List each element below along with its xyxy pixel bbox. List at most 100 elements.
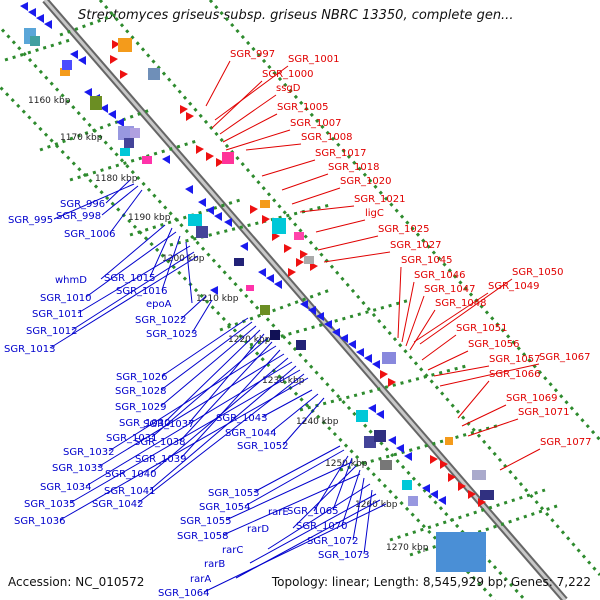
forward-gene-label[interactable]: SGR_1025: [378, 224, 430, 235]
gene-block[interactable]: [296, 340, 306, 350]
forward-gene-arrow[interactable]: [272, 232, 280, 241]
forward-gene-arrow[interactable]: [216, 158, 224, 167]
forward-gene-arrow[interactable]: [196, 145, 204, 154]
reverse-gene-label[interactable]: SGR_998: [56, 211, 101, 222]
forward-gene-label[interactable]: SGR_1077: [540, 437, 592, 448]
forward-gene-arrow[interactable]: [300, 250, 308, 259]
reverse-gene-label[interactable]: SGR_1031: [106, 433, 158, 444]
reverse-gene-label[interactable]: SGR_1022: [135, 315, 187, 326]
reverse-gene-label[interactable]: SGR_1036: [14, 516, 66, 527]
reverse-gene-label[interactable]: SGR_1026: [116, 372, 168, 383]
reverse-gene-label[interactable]: SGR_1040: [105, 469, 157, 480]
reverse-gene-label[interactable]: SGR_1054: [199, 502, 251, 513]
gene-block[interactable]: [472, 470, 486, 480]
gene-block[interactable]: [188, 214, 202, 226]
reverse-gene-arrow[interactable]: [422, 484, 430, 493]
forward-gene-arrow[interactable]: [388, 378, 396, 387]
forward-gene-label[interactable]: SGR_1066: [489, 369, 541, 380]
gene-block[interactable]: [402, 480, 412, 490]
reverse-gene-arrow[interactable]: [210, 286, 218, 295]
reverse-gene-label[interactable]: rarC: [222, 545, 243, 556]
gene-block[interactable]: [445, 437, 453, 445]
reverse-gene-label[interactable]: SGR_1030: [119, 418, 171, 429]
reverse-gene-arrow[interactable]: [324, 320, 332, 329]
forward-gene-arrow[interactable]: [380, 370, 388, 379]
reverse-gene-label[interactable]: SGR_1029: [115, 402, 167, 413]
reverse-gene-arrow[interactable]: [206, 206, 214, 215]
gene-block[interactable]: [196, 226, 208, 238]
reverse-gene-arrow[interactable]: [396, 444, 404, 453]
forward-gene-arrow[interactable]: [186, 112, 194, 121]
reverse-gene-label[interactable]: SGR_1034: [40, 482, 92, 493]
gene-block[interactable]: [62, 60, 72, 70]
forward-gene-label[interactable]: SGR_1057: [489, 354, 541, 365]
reverse-gene-arrow[interactable]: [240, 242, 248, 251]
reverse-gene-arrow[interactable]: [185, 185, 193, 194]
reverse-gene-label[interactable]: SGR_1012: [26, 326, 78, 337]
gene-block[interactable]: [130, 128, 140, 138]
gene-block[interactable]: [124, 138, 134, 148]
reverse-gene-arrow[interactable]: [308, 306, 316, 315]
reverse-gene-label[interactable]: SGR_1038: [134, 437, 186, 448]
gene-block[interactable]: [272, 218, 286, 234]
gene-block[interactable]: [234, 258, 244, 266]
reverse-gene-arrow[interactable]: [316, 312, 324, 321]
forward-gene-label[interactable]: SGR_1007: [290, 118, 342, 129]
forward-gene-label[interactable]: SGR_1000: [262, 69, 314, 80]
reverse-gene-arrow[interactable]: [44, 20, 52, 29]
gene-block[interactable]: [408, 496, 418, 506]
forward-gene-label[interactable]: SGR_1027: [390, 240, 442, 251]
reverse-gene-label[interactable]: SGR_1035: [24, 499, 76, 510]
reverse-gene-label[interactable]: SGR_1044: [225, 428, 277, 439]
reverse-gene-arrow[interactable]: [70, 50, 78, 59]
reverse-gene-label[interactable]: SGR_1028: [115, 386, 167, 397]
reverse-gene-label[interactable]: SGR_1006: [64, 229, 116, 240]
forward-gene-label[interactable]: SGR_1067: [539, 352, 591, 363]
reverse-gene-arrow[interactable]: [100, 104, 108, 113]
reverse-gene-arrow[interactable]: [274, 280, 282, 289]
forward-gene-label[interactable]: ssgD: [276, 83, 301, 94]
reverse-gene-arrow[interactable]: [28, 8, 36, 17]
reverse-gene-label[interactable]: SGR_1041: [104, 486, 156, 497]
forward-gene-arrow[interactable]: [468, 490, 476, 499]
reverse-gene-label[interactable]: rarE: [268, 507, 289, 518]
gene-block[interactable]: [270, 330, 280, 340]
forward-gene-arrow[interactable]: [180, 105, 188, 114]
gene-block[interactable]: [260, 200, 270, 208]
forward-gene-arrow[interactable]: [262, 215, 270, 224]
reverse-gene-arrow[interactable]: [332, 328, 340, 337]
gene-block[interactable]: [142, 156, 152, 164]
forward-gene-arrow[interactable]: [478, 498, 486, 507]
gene-block[interactable]: [246, 285, 254, 291]
reverse-gene-label[interactable]: SGR_1015: [104, 273, 156, 284]
gene-block[interactable]: [304, 256, 314, 264]
forward-gene-label[interactable]: SGR_1056: [468, 339, 520, 350]
forward-gene-label[interactable]: SGR_1050: [512, 267, 564, 278]
gene-block[interactable]: [356, 410, 368, 422]
gene-block[interactable]: [374, 430, 386, 442]
gene-block[interactable]: [480, 490, 494, 500]
reverse-gene-label[interactable]: SGR_996: [60, 199, 105, 210]
gene-block[interactable]: [60, 68, 70, 76]
forward-gene-label[interactable]: SGR_1051: [456, 323, 508, 334]
forward-gene-label[interactable]: SGR_1017: [315, 148, 367, 159]
forward-gene-label[interactable]: SGR_1046: [414, 270, 466, 281]
forward-gene-arrow[interactable]: [110, 55, 118, 64]
reverse-gene-arrow[interactable]: [340, 334, 348, 343]
forward-gene-arrow[interactable]: [288, 268, 296, 277]
reverse-gene-label[interactable]: SGR_1033: [52, 463, 104, 474]
forward-gene-arrow[interactable]: [284, 244, 292, 253]
forward-gene-label[interactable]: SGR_1048: [435, 298, 487, 309]
reverse-gene-label[interactable]: SGR_1072: [307, 536, 359, 547]
forward-gene-label[interactable]: SGR_1001: [288, 54, 340, 65]
forward-gene-label[interactable]: SGR_1018: [328, 162, 380, 173]
reverse-gene-arrow[interactable]: [372, 360, 380, 369]
reverse-gene-arrow[interactable]: [388, 436, 396, 445]
gene-block[interactable]: [364, 436, 376, 448]
reverse-gene-label[interactable]: SGR_1055: [180, 516, 232, 527]
reverse-gene-arrow[interactable]: [356, 348, 364, 357]
reverse-gene-arrow[interactable]: [364, 354, 372, 363]
reverse-gene-arrow[interactable]: [376, 410, 384, 419]
gene-block[interactable]: [436, 532, 486, 572]
